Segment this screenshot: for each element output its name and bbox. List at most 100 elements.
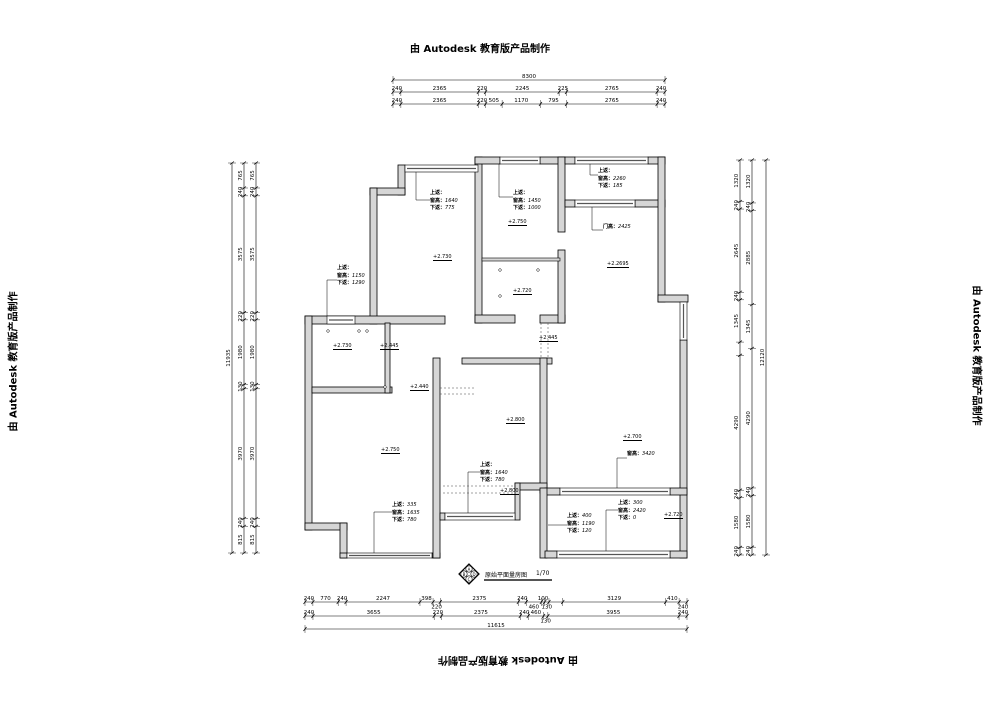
dimension-label: 1320 — [746, 174, 752, 188]
elevation-mark: +2.730 — [333, 343, 352, 350]
dimension-label: 240 — [304, 610, 315, 616]
watermark-bottom: 由 Autodesk 教育版产品制作 — [438, 654, 579, 665]
dimension-label: 1345 — [746, 319, 752, 333]
dimension-label: 3129 — [607, 596, 621, 602]
wall — [481, 257, 561, 262]
dimension-label: 1170 — [514, 98, 528, 104]
dimension-label: 11615 — [487, 623, 505, 629]
dimension-label: 240 — [250, 186, 256, 197]
dimension-label: 2765 — [605, 98, 619, 104]
compass-letter: B — [463, 572, 466, 577]
dimension-label: 130 — [540, 619, 551, 625]
dimension-label: 765 — [238, 170, 244, 181]
wall — [369, 187, 378, 325]
wall — [474, 314, 516, 324]
dimension-label: 3970 — [238, 446, 244, 460]
dimension-label: 795 — [548, 98, 559, 104]
dimension-label: 2765 — [605, 86, 619, 92]
wall — [304, 315, 446, 325]
compass-symbol: A B C D — [458, 563, 480, 585]
dimension-label: 1580 — [734, 515, 740, 529]
dimension-label: 240 — [238, 186, 244, 197]
dimension-label: 460 — [529, 605, 540, 611]
dimension-label: 12120 — [760, 348, 766, 366]
elevation-mark: +2.445 — [539, 335, 558, 342]
dimension-label: 130 — [238, 381, 244, 392]
dimension-label: 240 — [746, 545, 752, 556]
dimension-label: 225 — [558, 86, 569, 92]
title-underline — [484, 579, 552, 581]
dimension-label: 240 — [734, 290, 740, 301]
wall — [539, 487, 548, 559]
dimension-label: 815 — [238, 534, 244, 545]
wall — [432, 357, 441, 559]
dimension-label: 240 — [517, 596, 528, 602]
wall — [311, 386, 393, 394]
annotation-leader — [467, 471, 480, 513]
wall — [669, 487, 688, 496]
dimension-label: 240 — [734, 545, 740, 556]
wall — [474, 156, 501, 165]
compass-letter: C — [468, 577, 471, 582]
dimension-label: 220 — [431, 605, 442, 611]
pipe-fixture — [357, 329, 361, 333]
dimension-label: 2885 — [746, 250, 752, 264]
dimension-label: 240 — [250, 517, 256, 528]
annotation-leader — [591, 207, 603, 231]
dimension-label: 2365 — [433, 98, 447, 104]
elevation-mark: +2.720 — [664, 512, 683, 519]
annotation-leader — [616, 457, 627, 488]
dimension-label: 4290 — [746, 411, 752, 425]
dimension-label: 2365 — [433, 86, 447, 92]
dimension-label: 3970 — [250, 446, 256, 460]
compass-letter: D — [472, 572, 475, 577]
dimension-label: 240 — [238, 517, 244, 528]
wall — [564, 156, 576, 165]
wall — [657, 294, 689, 303]
compass-letter: A — [468, 567, 471, 572]
dimension-label: 240 — [519, 610, 530, 616]
elevation-mark: +2.700 — [623, 434, 642, 441]
wall — [657, 156, 666, 303]
dimension-label: 240 — [337, 596, 348, 602]
dimension-label: 3655 — [367, 610, 381, 616]
dimension-label: 100 — [538, 596, 549, 602]
wall — [564, 199, 576, 208]
dimension-label: 3955 — [606, 610, 620, 616]
elevation-mark: +2.2695 — [607, 261, 629, 268]
plan-title: 原始平面量房图 — [485, 572, 528, 579]
dimension-label: 3575 — [238, 247, 244, 261]
dimension-label: 765 — [250, 170, 256, 181]
dimension-label: 240 — [746, 201, 752, 212]
dimension-label: 220 — [433, 610, 444, 616]
living-window-annotation: 窗高：3420 — [627, 451, 655, 457]
dimension-label: 1980 — [250, 345, 256, 359]
dimension-label: 240 — [734, 200, 740, 211]
pipe-fixture — [498, 294, 502, 298]
elevation-mark: +2.750 — [381, 447, 400, 454]
dimension-label: 240 — [304, 596, 315, 602]
dimension-label: 240 — [734, 488, 740, 499]
dimension-label: 2375 — [472, 596, 486, 602]
pipe-fixture — [326, 329, 330, 333]
annotation-leader — [373, 511, 392, 553]
dimension-label: 1345 — [734, 313, 740, 327]
annotation-leader — [498, 164, 513, 198]
elevation-mark: +2.720 — [513, 288, 532, 295]
dimension-label: 1320 — [734, 173, 740, 187]
dimension-label: 2375 — [474, 610, 488, 616]
dimension-label: 1580 — [746, 514, 752, 528]
dimension-label: 240 — [656, 98, 667, 104]
elevation-mark: +2.800 — [506, 417, 525, 424]
dimension-label: 3575 — [250, 247, 256, 261]
dimension-label: 505 — [489, 98, 500, 104]
dimension-label: 11935 — [226, 349, 232, 367]
dimension-label: 410 — [667, 596, 678, 602]
